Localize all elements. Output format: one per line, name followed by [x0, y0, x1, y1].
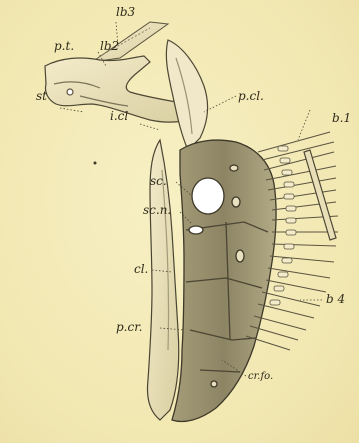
label-b4: b 4 [326, 293, 345, 305]
label-crfo: cr.fo. [248, 372, 273, 382]
supracleithrum-bone [166, 40, 207, 150]
label-st: st [36, 90, 47, 102]
label-sc: sc. [150, 175, 167, 187]
label-pcr: p.cr. [116, 321, 142, 333]
label-scn: sc.n. [143, 204, 171, 216]
label-b1: b.1 [332, 112, 351, 124]
dot-mark [94, 162, 97, 165]
label-icl: i.cl [110, 110, 128, 122]
radial-rod [304, 150, 336, 240]
label-cl: cl. [134, 263, 148, 275]
label-pcl: p.cl. [238, 90, 264, 102]
label-pt: p.t. [54, 40, 74, 52]
label-lb3: lb3 [116, 6, 135, 18]
label-lb2: lb2 [100, 40, 119, 52]
